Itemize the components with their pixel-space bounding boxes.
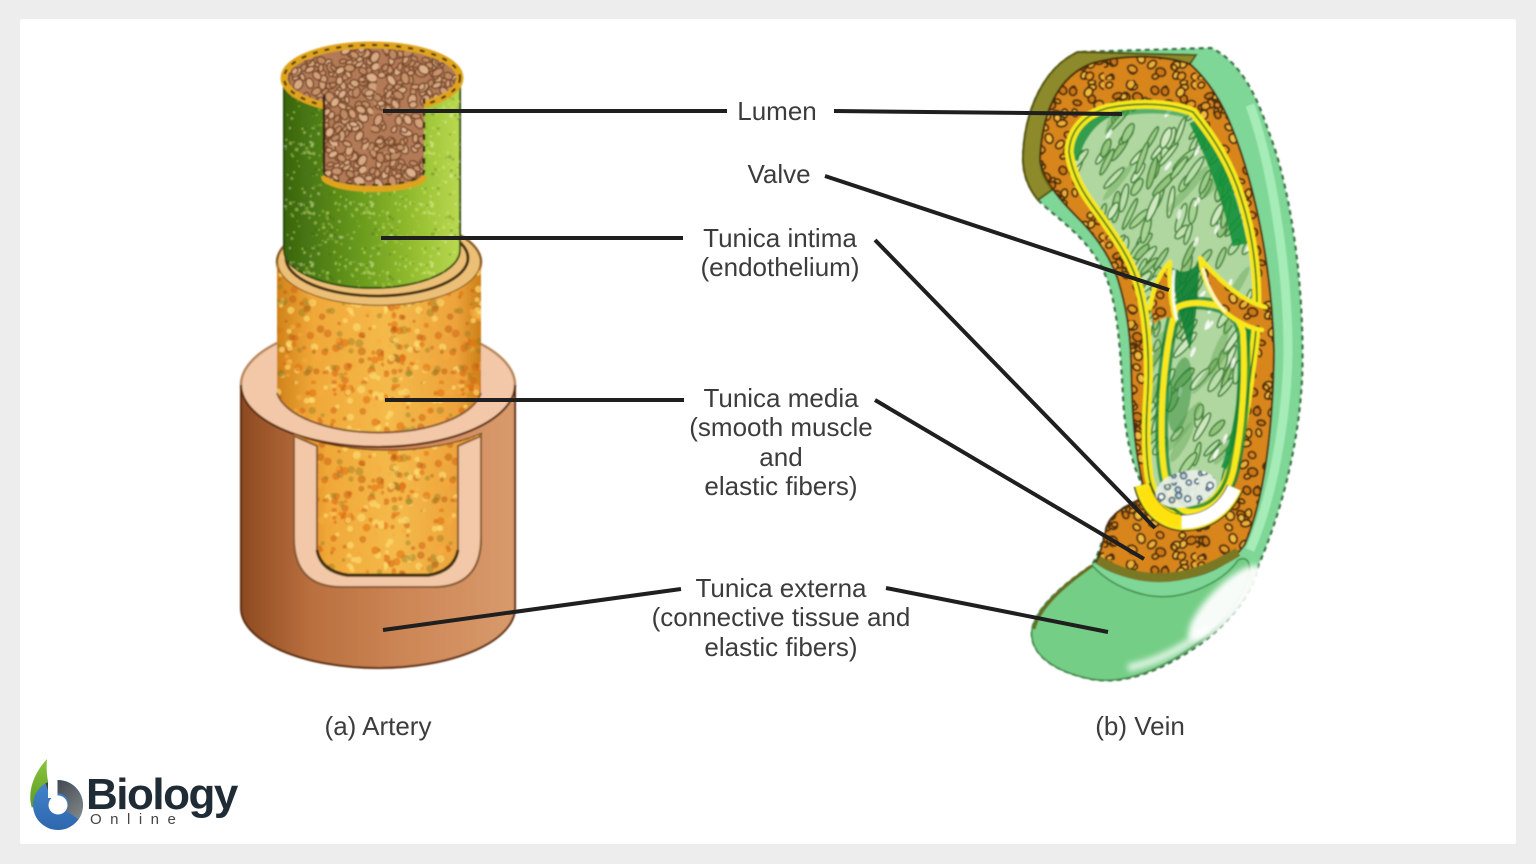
svg-text:Biology: Biology <box>86 770 239 819</box>
svg-text:Online: Online <box>90 811 184 828</box>
